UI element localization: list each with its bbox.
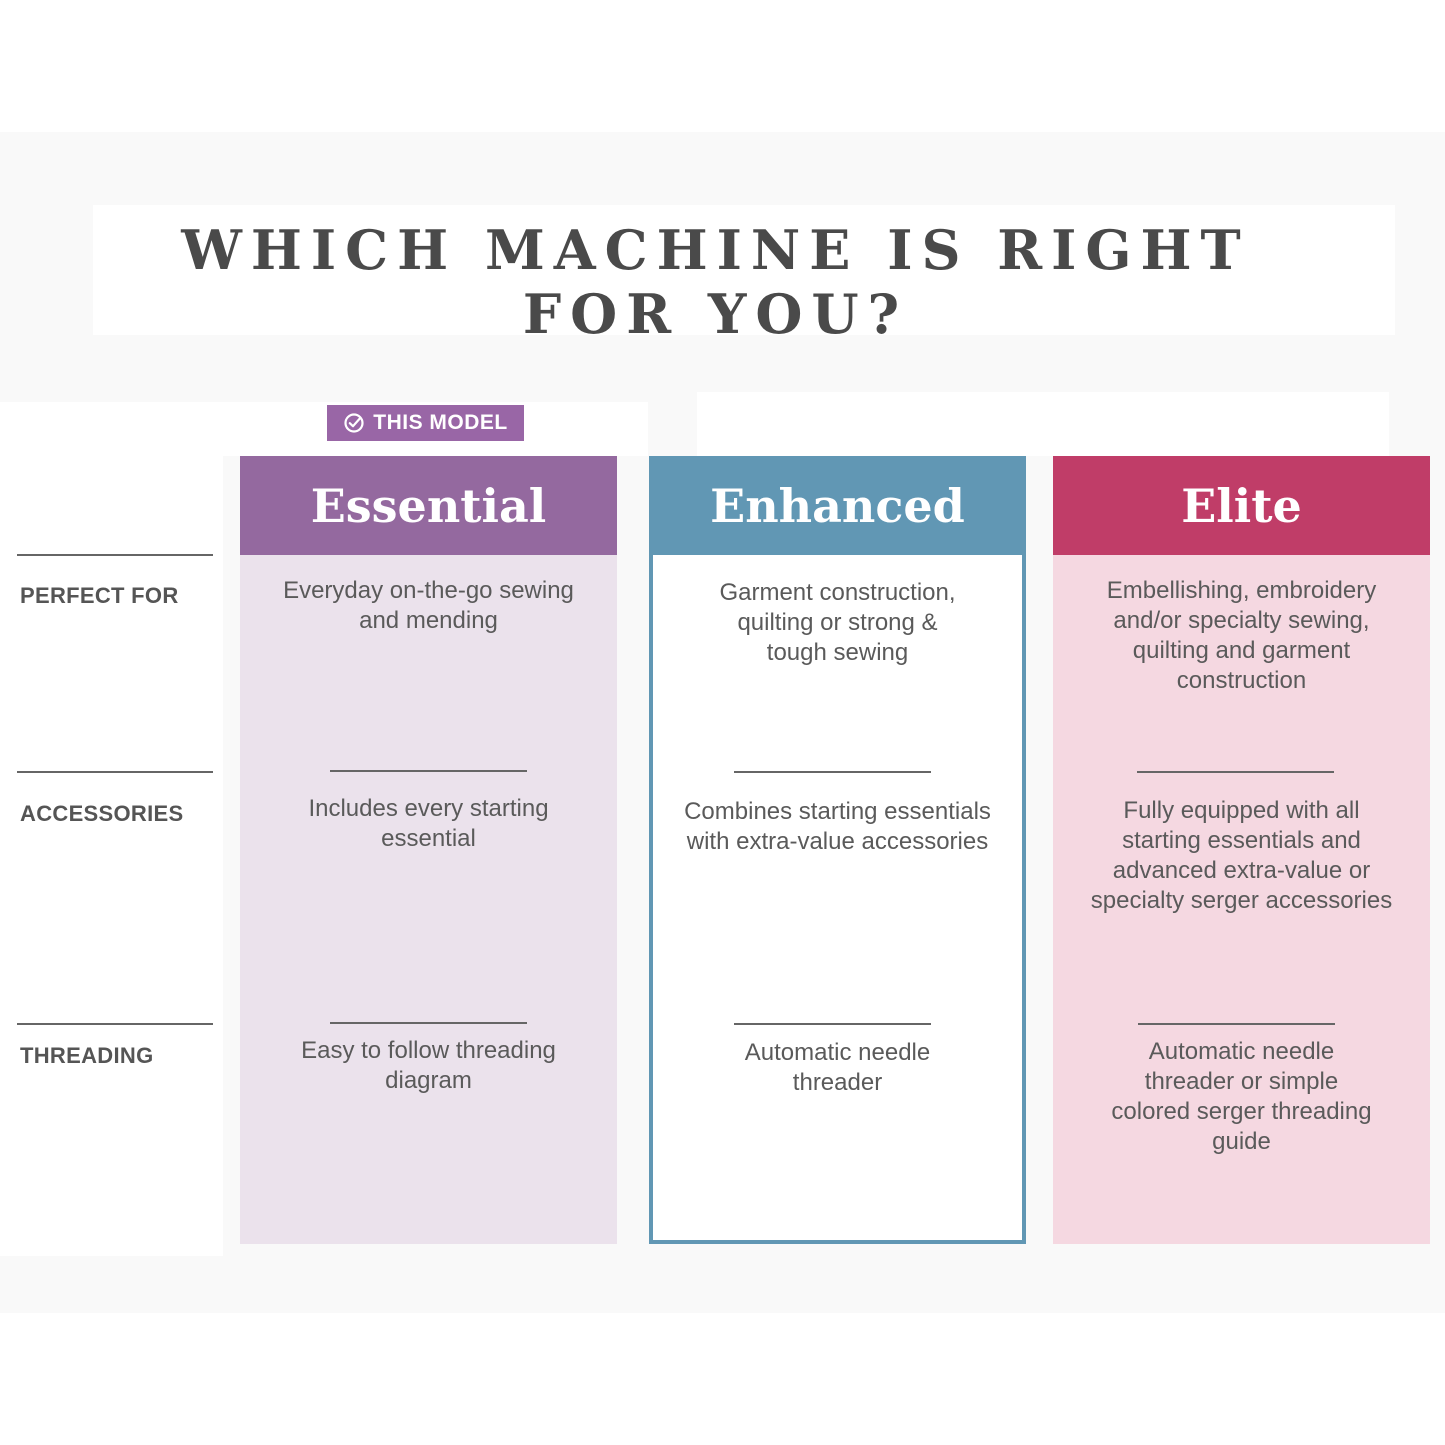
row-label-perfect-for: PERFECT FOR: [20, 583, 179, 608]
divider: [330, 1022, 527, 1024]
elite-perfect-for: Embellishing, embroidery and/or specialt…: [1106, 577, 1377, 694]
badge-label: THIS MODEL: [373, 411, 508, 434]
divider: [734, 771, 931, 773]
row-divider-accessories: [17, 771, 213, 773]
column-header-essential: Essential: [240, 456, 617, 555]
page-title: WHICH MACHINE IS RIGHT FOR YOU?: [181, 218, 1250, 346]
essential-accessories: Includes every starting essential: [308, 795, 549, 852]
column-header-elite: Elite: [1053, 456, 1430, 555]
enhanced-threading: Automatic needle threader: [744, 1039, 931, 1096]
label-area: [0, 402, 223, 1256]
essential-perfect-for: Everyday on-the-go sewing and mending: [283, 577, 574, 634]
row-divider-threading: [17, 1023, 213, 1025]
column-header-enhanced: Enhanced: [649, 456, 1026, 555]
check-circle-icon: [344, 413, 364, 433]
divider: [734, 1023, 931, 1025]
column-enhanced: Enhanced Garment construction, quilting …: [649, 456, 1026, 1244]
column-essential: Essential Everyday on-the-go sewing and …: [240, 456, 617, 1244]
row-label-accessories: ACCESSORIES: [20, 801, 184, 826]
elite-threading: Automatic needle threader or simple colo…: [1111, 1038, 1372, 1155]
row-divider-perfect-for: [17, 554, 213, 556]
enhanced-perfect-for: Garment construction, quilting or strong…: [719, 579, 956, 666]
this-model-badge: THIS MODEL: [327, 405, 524, 441]
enhanced-accessories: Combines starting essentials with extra-…: [684, 798, 991, 855]
elite-accessories: Fully equipped with all starting essenti…: [1090, 797, 1393, 914]
header-area: [697, 392, 1389, 456]
title-box: [93, 205, 1395, 335]
divider: [330, 770, 527, 772]
divider: [1138, 1023, 1335, 1025]
column-elite: Elite Embellishing, embroidery and/or sp…: [1053, 456, 1430, 1244]
row-label-threading: THREADING: [20, 1043, 154, 1068]
essential-threading: Easy to follow threading diagram: [301, 1037, 556, 1094]
divider: [1137, 771, 1334, 773]
